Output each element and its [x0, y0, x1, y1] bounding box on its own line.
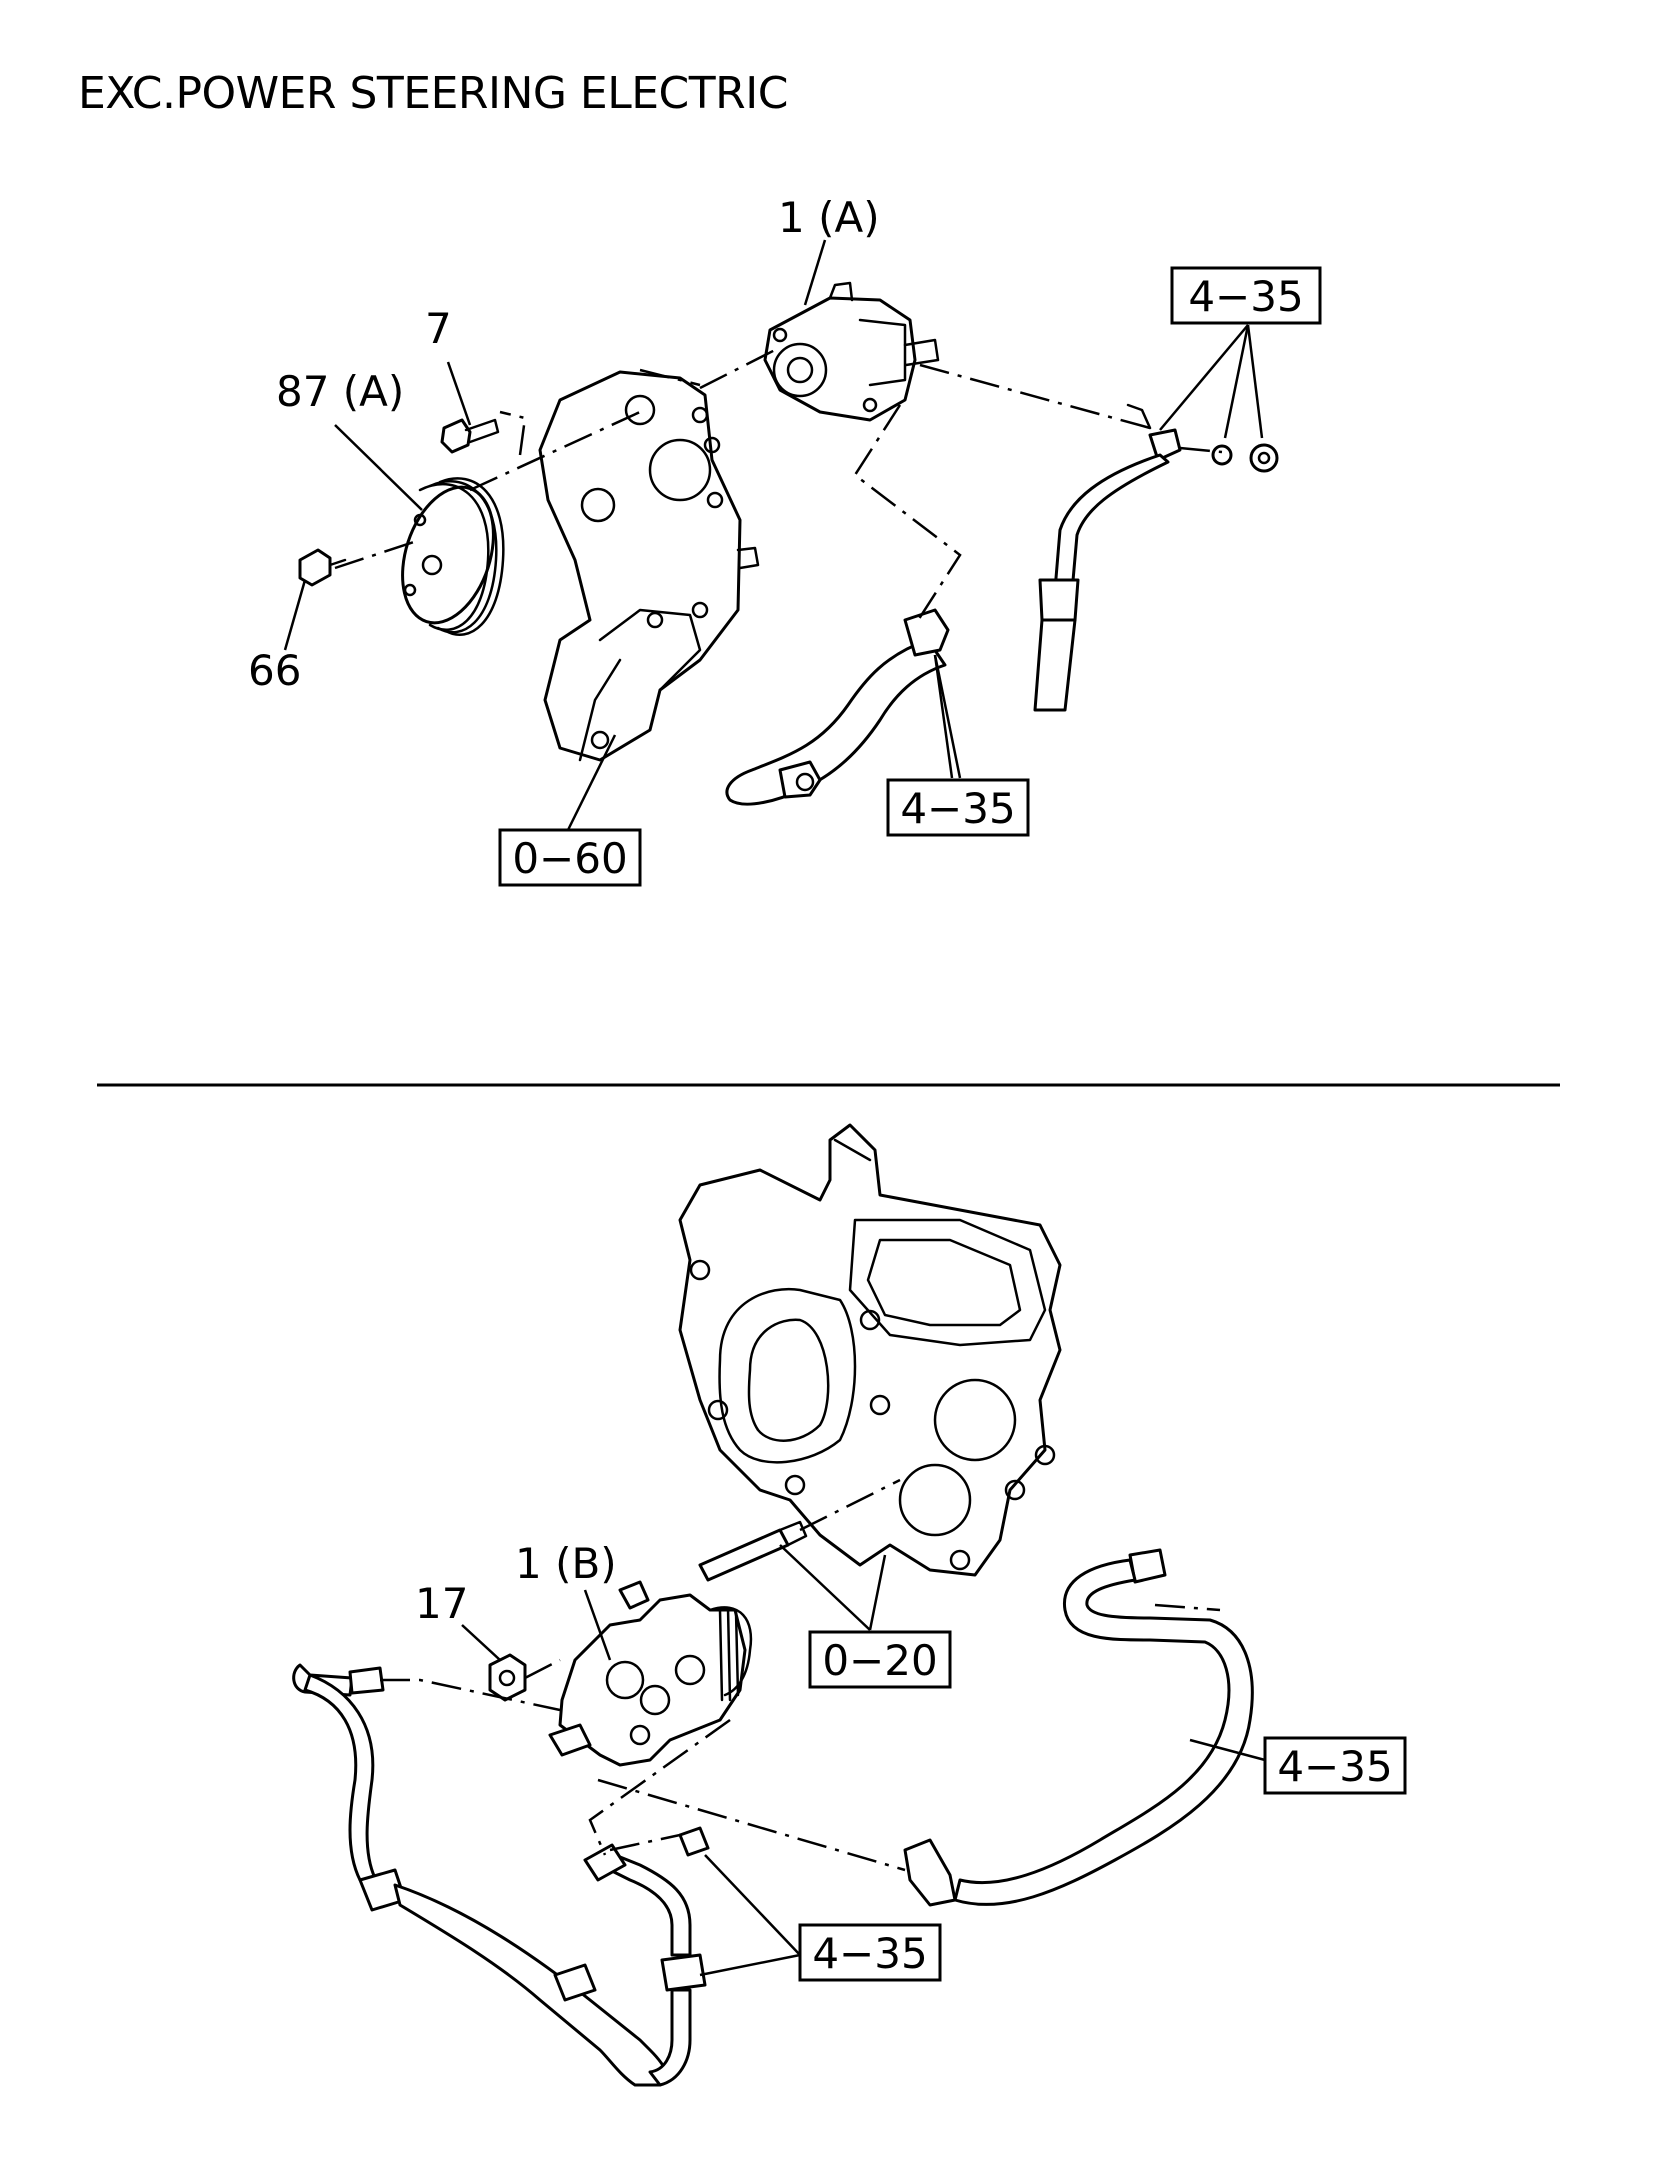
leader-line — [868, 1554, 887, 1631]
nut[interactable] — [488, 1653, 527, 1702]
assembly-line — [334, 538, 421, 570]
label-pump-a: 1 (A) — [778, 193, 880, 242]
leader-line — [334, 424, 423, 511]
label-bolt-66: 66 — [248, 646, 301, 695]
leader-line — [461, 1624, 501, 1661]
leader-line — [583, 1589, 612, 1661]
label-nut-17: 17 — [415, 1579, 468, 1628]
ref-label: 4−35 — [1188, 272, 1303, 321]
ref-label: 0−60 — [512, 834, 627, 883]
label-bolt-7: 7 — [425, 304, 452, 353]
pressure-pipe[interactable] — [1033, 403, 1279, 712]
leader-line — [704, 1854, 801, 1956]
leader-line — [1159, 324, 1249, 431]
assembly-line — [919, 363, 1151, 430]
leader-line — [566, 734, 617, 831]
page-title: EXC.POWER STEERING ELECTRIC — [78, 68, 788, 119]
assembly-line — [499, 410, 527, 456]
pump-bracket[interactable] — [538, 370, 760, 762]
bottom-assembly: 1 (B) 17 0−20 4−35 4−35 — [292, 1123, 1407, 2087]
pressure-pipe-lower[interactable] — [292, 1663, 710, 2087]
label-pulley: 87 (A) — [276, 367, 404, 416]
ref-label: 4−35 — [812, 1929, 927, 1978]
assembly-line — [699, 348, 776, 390]
ref-box-bracket[interactable]: 0−60 — [498, 828, 642, 887]
suction-hose[interactable] — [725, 608, 950, 806]
ref-box-stud[interactable]: 0−20 — [808, 1630, 952, 1689]
leader-line — [803, 239, 827, 306]
leader-line — [933, 654, 962, 779]
assembly-line — [524, 1658, 561, 1680]
assembly-line — [1154, 1603, 1221, 1612]
assembly-line — [853, 404, 962, 626]
leader-line — [1223, 324, 1250, 439]
stud-bolt[interactable] — [698, 1520, 808, 1582]
leader-line — [779, 1544, 871, 1631]
leader-line — [446, 361, 472, 426]
assembly-line — [639, 368, 701, 387]
assembly-line — [609, 1833, 681, 1852]
pulley-bolt[interactable] — [298, 548, 347, 587]
assembly-line — [588, 1718, 731, 1856]
ref-label: 4−35 — [1277, 1742, 1392, 1791]
ref-box-pressure-pipe[interactable]: 4−35 — [798, 1923, 942, 1982]
ref-box-return-hose[interactable]: 4−35 — [1263, 1736, 1407, 1795]
power-steering-pump-a[interactable] — [763, 281, 940, 422]
return-hose[interactable] — [903, 1548, 1254, 1907]
label-pump-b: 1 (B) — [515, 1539, 617, 1588]
top-assembly: 1 (A) 7 87 (A) 66 4−35 4−35 0−60 — [248, 193, 1322, 887]
assembly-line — [469, 410, 641, 492]
ref-box-top-hose[interactable]: 4−35 — [886, 778, 1030, 837]
assembly-line — [380, 1678, 561, 1712]
bracket-bolt[interactable] — [440, 418, 500, 454]
assembly-line — [1179, 446, 1223, 454]
ref-label: 0−20 — [822, 1636, 937, 1685]
ref-box-top-pipe[interactable]: 4−35 — [1170, 266, 1322, 325]
assembly-line — [799, 1478, 901, 1532]
leader-line — [933, 654, 954, 779]
assembly-line — [597, 1778, 906, 1872]
ref-label: 4−35 — [900, 784, 1015, 833]
pulley[interactable] — [386, 475, 509, 636]
leader-line — [1189, 1738, 1266, 1762]
timing-cover[interactable] — [678, 1123, 1062, 1577]
leader-line — [699, 1953, 801, 1977]
power-steering-pump-b[interactable] — [548, 1580, 753, 1767]
leader-line — [1246, 324, 1264, 439]
leader-line — [283, 579, 307, 651]
